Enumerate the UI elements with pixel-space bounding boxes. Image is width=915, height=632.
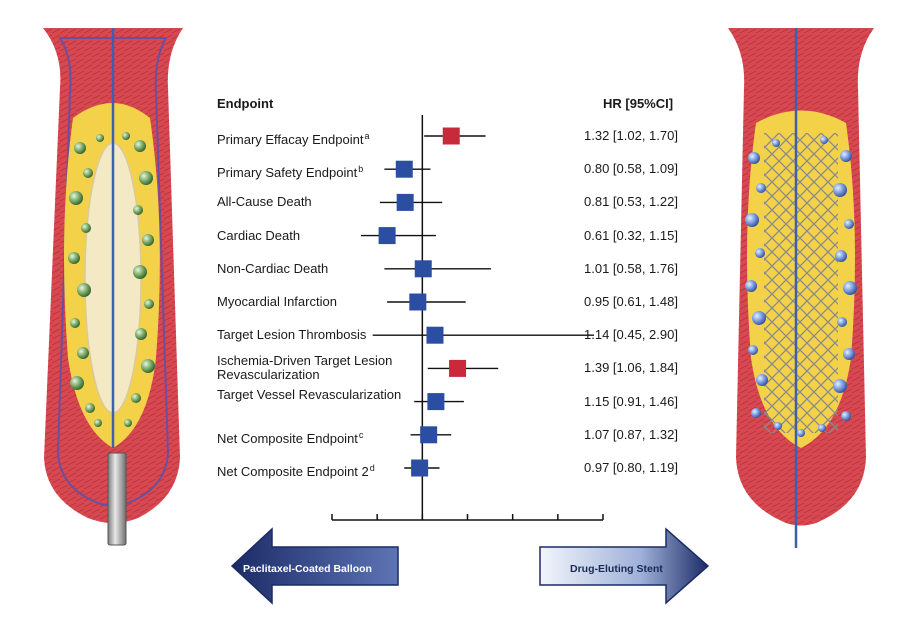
hr-value: 0.97 [0.80, 1.19] — [584, 460, 678, 475]
hr-value: 0.81 [0.53, 1.22] — [584, 194, 678, 210]
endpoint-footnote-marker: a — [364, 131, 370, 141]
hr-marker — [396, 193, 414, 211]
endpoint-footnote-marker: b — [358, 164, 364, 175]
hr-marker — [426, 326, 444, 344]
hr-value: 1.39 [1.06, 1.84] — [584, 360, 678, 376]
hr-value: 0.80 [0.58, 1.09] — [584, 161, 678, 177]
stent-vessel-illustration — [728, 28, 874, 548]
endpoint-label-text: Non-Cardiac Death — [217, 260, 329, 276]
favors-balloon-arrow — [230, 527, 399, 605]
hr-value: 1.32 [1.02, 1.70] — [584, 128, 678, 143]
hr-value: 0.61 [0.32, 1.15] — [584, 227, 678, 243]
endpoint-label: Myocardial Infarction — [217, 295, 437, 309]
endpoint-footnote-marker: c — [358, 429, 364, 440]
hr-marker — [442, 127, 460, 145]
hr-value: 1.14 [0.45, 2.90] — [584, 327, 678, 343]
endpoint-label: Net Composite Endpoint 2d — [217, 461, 437, 479]
hr-column-header: HR [95%CI] — [603, 96, 674, 111]
hr-marker — [409, 293, 427, 311]
endpoint-label-text: Target Vessel Revascularization — [217, 386, 402, 402]
hr-marker — [395, 160, 413, 178]
endpoint-label: Target Lesion Thrombosis — [217, 328, 437, 342]
endpoint-column-header: Endpoint — [217, 96, 274, 111]
endpoint-label-text: Net Composite Endpoint — [217, 430, 358, 446]
hr-marker — [378, 227, 396, 245]
hr-value: 0.95 [0.61, 1.48] — [584, 294, 678, 309]
endpoint-label-text: Myocardial Infarction — [217, 294, 337, 309]
endpoint-label-text: Net Composite Endpoint 2 — [217, 464, 369, 479]
hr-marker — [420, 426, 438, 444]
endpoint-footnote-marker: d — [369, 463, 375, 473]
hr-marker — [414, 260, 432, 278]
stent-arrow-label: Drug-Eluting Stent — [570, 563, 663, 575]
endpoint-label: Non-Cardiac Death — [217, 260, 437, 276]
endpoint-label: Ischemia-Driven Target Lesion Revascular… — [217, 354, 437, 382]
hr-marker — [427, 393, 445, 411]
endpoint-label: Primary Safety Endpointb — [217, 162, 437, 180]
hr-value: 1.01 [0.58, 1.76] — [584, 260, 678, 276]
endpoint-label: Net Composite Endpointc — [217, 428, 437, 446]
endpoint-label-text: Cardiac Death — [217, 227, 301, 243]
balloon-vessel-illustration — [43, 28, 183, 546]
endpoint-label: Target Vessel Revascularization — [217, 386, 437, 402]
favors-stent-arrow — [539, 527, 710, 605]
hr-marker — [411, 459, 429, 477]
hr-value: 1.07 [0.87, 1.32] — [584, 426, 678, 442]
endpoint-label-text: Primary Effacay Endpoint — [217, 132, 364, 147]
endpoint-label: Cardiac Death — [217, 227, 437, 243]
endpoint-label: All-Cause Death — [217, 195, 437, 209]
balloon-arrow-label: Paclitaxel-Coated Balloon — [243, 563, 372, 575]
hr-value: 1.15 [0.91, 1.46] — [584, 393, 678, 409]
endpoint-label-text: Target Lesion Thrombosis — [217, 327, 367, 343]
endpoint-label-text: Primary Safety Endpoint — [217, 165, 358, 181]
endpoint-label-text: All-Cause Death — [217, 194, 312, 210]
endpoint-label-text: Ischemia-Driven Target Lesion Revascular… — [217, 353, 393, 383]
hr-marker — [449, 359, 467, 377]
endpoint-label: Primary Effacay Endpointa — [217, 129, 437, 147]
